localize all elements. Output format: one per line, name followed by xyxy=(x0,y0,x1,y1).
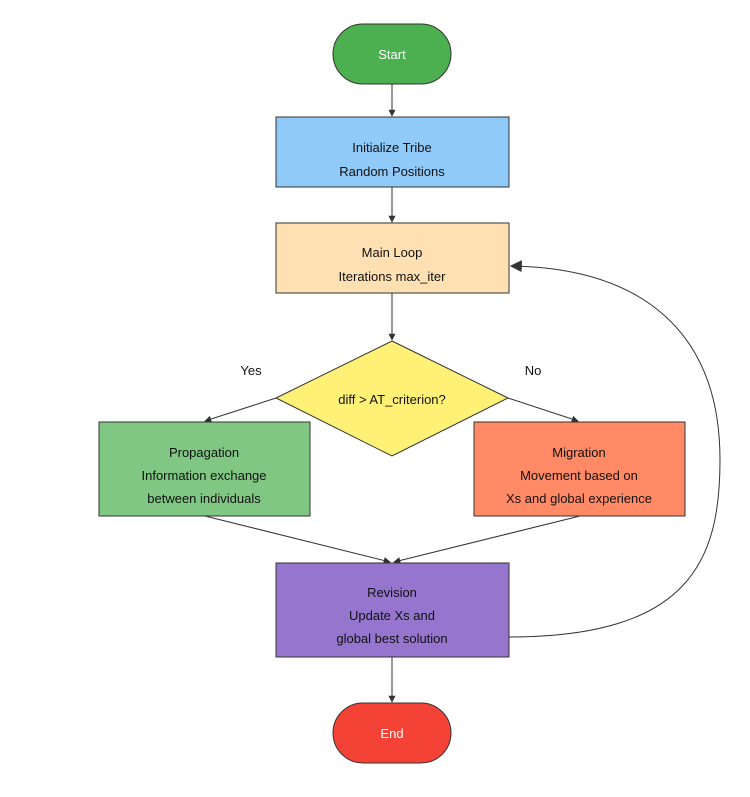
edge-propagation-revision xyxy=(204,515,391,564)
start-label: Start xyxy=(378,47,406,62)
propagation-line-2: Information exchange xyxy=(141,468,266,483)
end-node xyxy=(332,702,452,764)
propagation-line-3: between individuals xyxy=(147,491,261,506)
main-loop-subtitle: Iterations max_iter xyxy=(339,269,447,284)
edge-decision-propagation xyxy=(204,397,277,423)
revision-line-3: global best solution xyxy=(336,631,447,646)
end-label: End xyxy=(380,726,403,741)
start-node xyxy=(332,23,452,85)
migration-line-3: Xs and global experience xyxy=(506,491,652,506)
decision-node xyxy=(274,340,510,457)
no-label: No xyxy=(525,363,542,378)
decision-label: diff > AT_criterion? xyxy=(338,392,446,407)
migration-node xyxy=(473,421,686,517)
edge-decision-migration xyxy=(507,397,579,423)
revision-node xyxy=(275,562,510,658)
propagation-title: Propagation xyxy=(169,445,239,460)
init-subtitle: Random Positions xyxy=(339,164,445,179)
revision-title: Revision xyxy=(367,585,417,600)
edge-migration-revision xyxy=(393,515,581,564)
init-title: Initialize Tribe xyxy=(352,140,431,155)
yes-label: Yes xyxy=(240,363,262,378)
main-loop-node xyxy=(275,222,510,294)
main-loop-title: Main Loop xyxy=(362,245,423,260)
edge-revision-mainloop-loop xyxy=(508,260,721,638)
propagation-node xyxy=(98,421,311,517)
migration-title: Migration xyxy=(552,445,605,460)
init-node xyxy=(275,116,510,188)
revision-line-2: Update Xs and xyxy=(349,608,435,623)
migration-line-2: Movement based on xyxy=(520,468,638,483)
